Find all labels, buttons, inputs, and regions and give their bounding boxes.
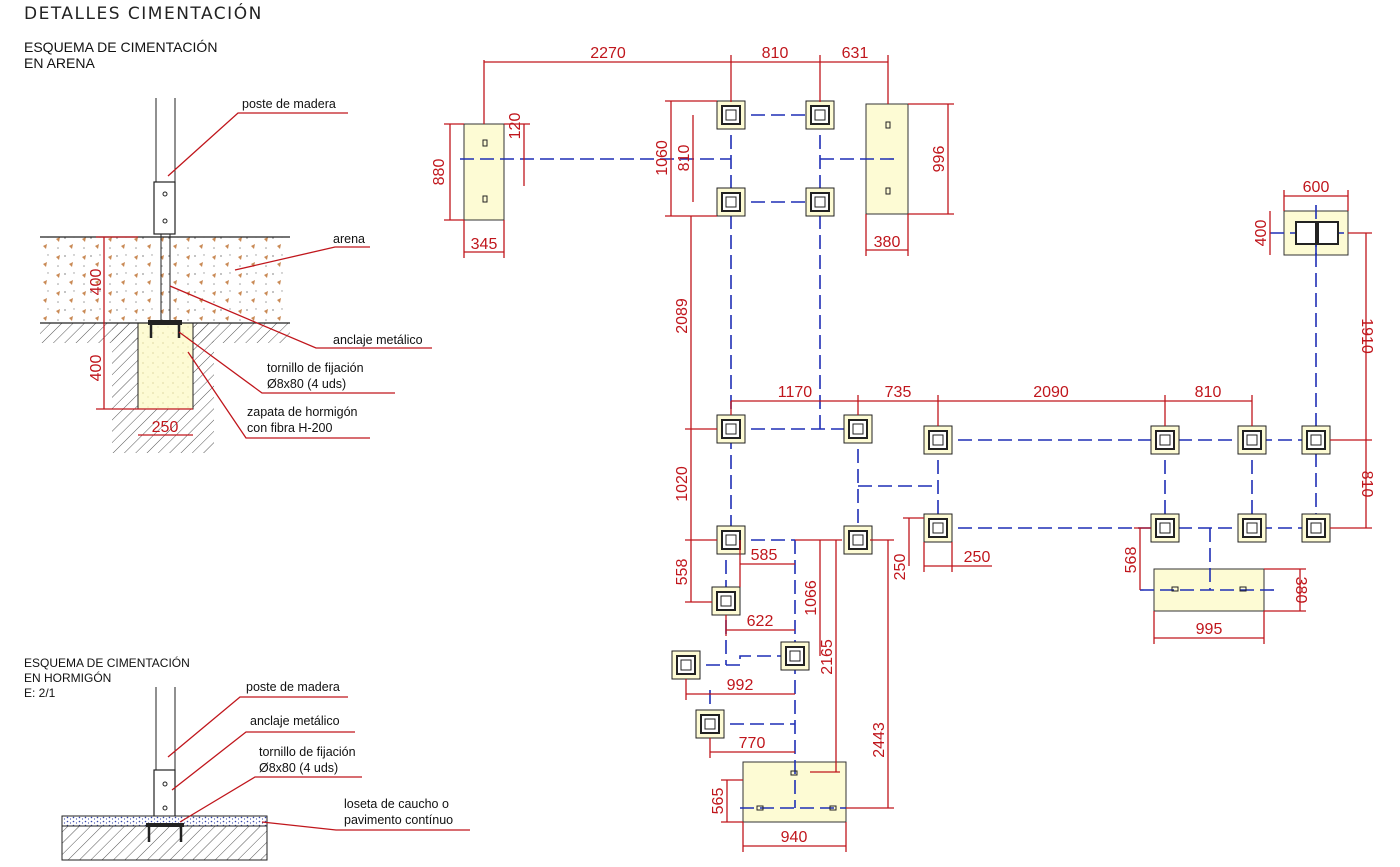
- dim-810-top: 810: [762, 45, 789, 62]
- dim-568: 568: [1123, 547, 1140, 574]
- dim-2089: 2089: [674, 298, 691, 334]
- dim-345: 345: [471, 236, 498, 253]
- dim-380-top: 380: [874, 234, 901, 251]
- dim-585: 585: [751, 547, 778, 564]
- dim-250-v: 250: [892, 554, 909, 581]
- dim-2090: 2090: [1033, 384, 1069, 401]
- dim-arena-sand: 400: [88, 269, 105, 296]
- post-marker: [805, 187, 835, 217]
- dim-1060: 1060: [654, 140, 671, 176]
- label-metal-anchor: anclaje metálico: [333, 333, 423, 347]
- post-marker: [805, 100, 835, 130]
- dim-992: 992: [727, 677, 754, 694]
- post-marker: [716, 100, 746, 130]
- post-marker: [923, 513, 953, 543]
- dim-940: 940: [781, 829, 808, 846]
- dim-735: 735: [885, 384, 912, 401]
- post-marker: [671, 650, 701, 680]
- dim-880: 880: [431, 159, 448, 186]
- concrete-slab: [61, 825, 268, 861]
- dim-558: 558: [674, 559, 691, 586]
- dim-120: 120: [507, 113, 524, 140]
- dim-1910: 1910: [1358, 318, 1375, 354]
- post-marker: [695, 709, 725, 739]
- dim-2165: 2165: [819, 639, 836, 675]
- dim-810-mid: 810: [1195, 384, 1222, 401]
- dim-1170: 1170: [778, 384, 813, 401]
- section-title-hormigon: ESQUEMA DE CIMENTACIÓN EN HORMIGÓN E: 2/…: [24, 656, 224, 701]
- post-marker: [716, 414, 746, 444]
- section-title-arena-line2: EN ARENA: [24, 55, 95, 71]
- label-sand: arena: [333, 232, 365, 246]
- post-marker: [1150, 513, 1180, 543]
- label-wood-post: poste de madera: [242, 97, 336, 111]
- dim-600: 600: [1303, 179, 1330, 196]
- label-concrete-footing: zapata de hormigón: [247, 405, 358, 419]
- post-marker: [1150, 425, 1180, 455]
- post-anchor-plate: [153, 181, 176, 235]
- post-marker: [716, 187, 746, 217]
- post-marker: [1295, 221, 1339, 245]
- detail-hormigon: poste de madera anclaje metálico tornill…: [61, 680, 470, 861]
- label-pavement: pavimento contínuo: [344, 813, 453, 827]
- section-title-arena: ESQUEMA DE CIMENTACIÓN EN ARENA: [24, 39, 284, 71]
- label-concrete-spec: con fibra H-200: [247, 421, 333, 435]
- dim-400: 400: [1253, 220, 1270, 247]
- section-title-hormigon-line1: ESQUEMA DE CIMENTACIÓN: [24, 656, 190, 670]
- label-rubber-tile: loseta de caucho o: [344, 797, 449, 811]
- post-marker: [1301, 513, 1331, 543]
- label-fixing-bolt: tornillo de fijación: [259, 745, 356, 759]
- dim-565: 565: [710, 788, 727, 815]
- dim-622: 622: [747, 613, 774, 630]
- dim-arena-footing: 400: [88, 355, 105, 382]
- post-marker: [1237, 513, 1267, 543]
- post-marker: [716, 525, 746, 555]
- post-marker: [1301, 425, 1331, 455]
- post-marker: [780, 641, 810, 671]
- post-anchors: [671, 100, 1339, 739]
- label-wood-post: poste de madera: [246, 680, 340, 694]
- post-marker: [923, 425, 953, 455]
- foundation-plan: 2270 810 631 120 880 345 1060 810 996 38…: [431, 45, 1375, 852]
- dim-810-left: 810: [676, 145, 693, 172]
- post-anchor-plate: [153, 769, 176, 821]
- post-marker: [711, 586, 741, 616]
- sand-layer: [40, 237, 290, 323]
- dim-arena-width: 250: [152, 419, 179, 436]
- section-title-arena-line1: ESQUEMA DE CIMENTACIÓN: [24, 39, 218, 55]
- dim-2270: 2270: [590, 45, 626, 62]
- section-title-hormigon-line2: EN HORMIGÓN: [24, 671, 112, 685]
- sheet-title: DETALLES CIMENTACIÓN: [24, 4, 263, 24]
- post-marker: [843, 525, 873, 555]
- dim-2443: 2443: [871, 722, 888, 758]
- label-fixing-bolt: tornillo de fijación: [267, 361, 364, 375]
- dim-1020: 1020: [674, 466, 691, 502]
- dim-1066: 1066: [803, 580, 820, 616]
- label-metal-anchor: anclaje metálico: [250, 714, 340, 728]
- footing-rect: [463, 123, 505, 221]
- post-marker: [843, 414, 873, 444]
- dim-631: 631: [842, 45, 869, 62]
- detail-arena: 400 400 250 poste de madera arena anclaj…: [40, 97, 432, 453]
- dim-380-right: 380: [1292, 577, 1309, 604]
- dim-250-h: 250: [964, 549, 991, 566]
- dim-810-right: 810: [1358, 471, 1375, 498]
- concrete-footing: [137, 322, 194, 410]
- label-bolt-spec: Ø8x80 (4 uds): [267, 377, 346, 391]
- dim-770: 770: [739, 735, 766, 752]
- dim-996: 996: [931, 146, 948, 173]
- post-marker: [1237, 425, 1267, 455]
- dim-995: 995: [1196, 621, 1223, 638]
- section-scale: E: 2/1: [24, 686, 56, 700]
- label-bolt-spec: Ø8x80 (4 uds): [259, 761, 338, 775]
